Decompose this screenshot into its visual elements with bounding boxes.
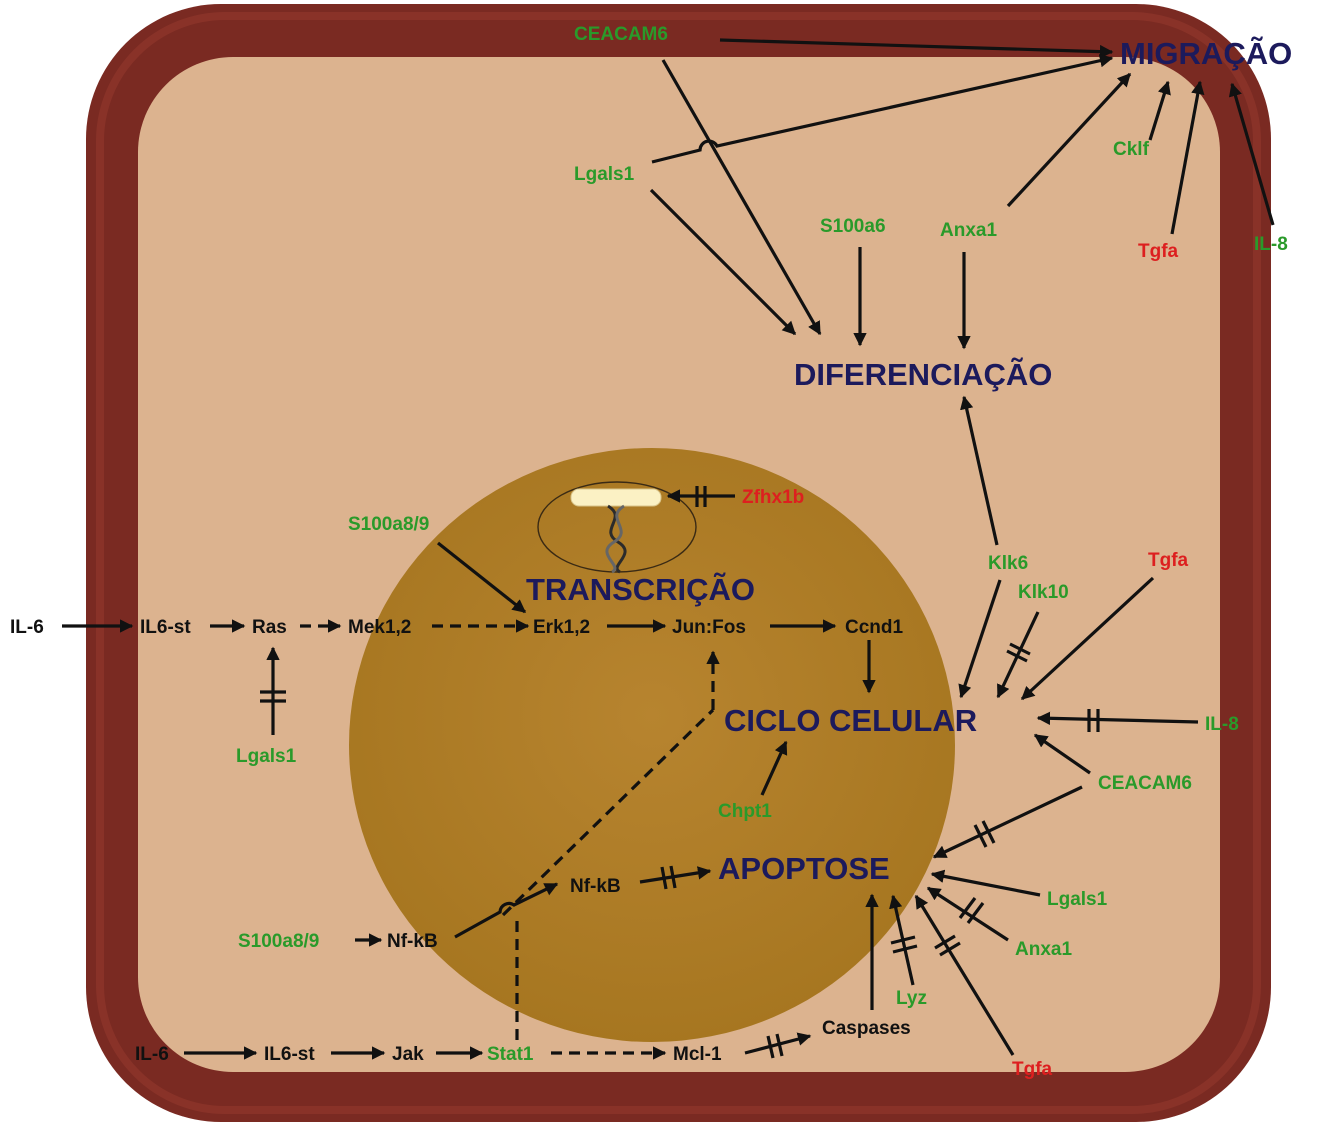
gene-anxa1-right: Anxa1 <box>1015 939 1072 960</box>
gene-s100a89-mid: S100a8/9 <box>348 514 429 535</box>
gene-tgfa-mid: Tgfa <box>1148 550 1189 571</box>
node-il6st-bottom: IL6-st <box>264 1044 315 1065</box>
node-junfos: Jun:Fos <box>672 617 746 638</box>
gene-lgals1-mid: Lgals1 <box>236 746 297 767</box>
gene-il8-mid: IL-8 <box>1205 714 1239 735</box>
gene-s100a6: S100a6 <box>820 216 886 237</box>
process-migracao: MIGRAÇÃO <box>1120 36 1292 71</box>
node-ccnd1: Ccnd1 <box>845 617 904 638</box>
gene-klk6: Klk6 <box>988 553 1028 574</box>
gene-il8-top: IL-8 <box>1254 234 1288 255</box>
process-apoptose: APOPTOSE <box>718 851 890 886</box>
gene-lgals1-right: Lgals1 <box>1047 889 1108 910</box>
node-ras: Ras <box>252 617 287 638</box>
gene-ceacam6-top: CEACAM6 <box>574 24 668 45</box>
process-transcricao: TRANSCRIÇÃO <box>526 572 755 607</box>
gene-cklf: Cklf <box>1113 139 1150 160</box>
process-ciclo-celular: CICLO CELULAR <box>724 703 977 738</box>
node-mcl1: Mcl-1 <box>673 1044 722 1065</box>
gene-ceacam6-right: CEACAM6 <box>1098 773 1192 794</box>
nucleus <box>349 448 955 1042</box>
gene-tgfa-top: Tgfa <box>1138 241 1179 262</box>
node-il6-top: IL-6 <box>10 617 44 638</box>
gene-stat1: Stat1 <box>487 1044 534 1065</box>
gene-klk10: Klk10 <box>1018 582 1069 603</box>
node-caspases: Caspases <box>822 1018 911 1039</box>
gene-zfhx1b: Zfhx1b <box>742 487 804 508</box>
gene-lyz: Lyz <box>896 988 927 1009</box>
gene-lgals1-top: Lgals1 <box>574 164 635 185</box>
gene-anxa1-top: Anxa1 <box>940 220 997 241</box>
node-nfkb-mid: Nf-kB <box>570 876 621 897</box>
node-il6-bottom: IL-6 <box>135 1044 169 1065</box>
gene-chpt1: Chpt1 <box>718 801 772 822</box>
node-erk12: Erk1,2 <box>533 617 590 638</box>
node-mek12: Mek1,2 <box>348 617 411 638</box>
node-il6st-top: IL6-st <box>140 617 191 638</box>
gene-tgfa-bottom: Tgfa <box>1012 1059 1053 1080</box>
node-jak: Jak <box>392 1044 424 1065</box>
process-diferenciacao: DIFERENCIAÇÃO <box>794 357 1052 392</box>
node-nfkb-low: Nf-kB <box>387 931 438 952</box>
gene-s100a89-low: S100a8/9 <box>238 931 319 952</box>
